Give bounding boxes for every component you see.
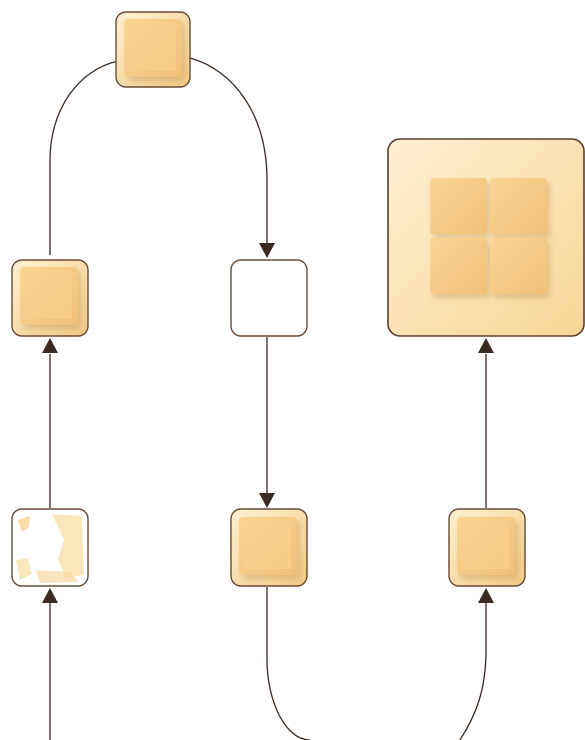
cube-icon (124, 19, 182, 77)
arrowhead-up-left-lower (42, 588, 58, 603)
connector-top-to-left (49, 60, 119, 255)
center-empty-node (230, 259, 308, 337)
cube-fragment-icon (16, 514, 84, 583)
connector-top-to-center (189, 57, 268, 243)
cube-icon (457, 517, 515, 575)
arrowhead-up-panel (478, 338, 494, 353)
right-lower-cube-node (448, 508, 526, 587)
connector-center-lower-to-right-lower (266, 587, 487, 740)
left-upper-cube-node (11, 259, 89, 337)
cube-icon (239, 517, 297, 575)
top-cube-node (115, 11, 191, 88)
four-cubes-icon (430, 178, 547, 294)
left-lower-partial-node (11, 508, 89, 587)
right-assembled-panel (387, 138, 585, 337)
arrowhead-down-center-lower (259, 493, 275, 508)
arrowhead-up-right-lower (478, 588, 494, 603)
center-lower-cube-node (230, 508, 308, 587)
cube-icon (20, 267, 78, 325)
arrowhead-down-center-top (259, 243, 275, 258)
arrowhead-up-left-upper (42, 338, 58, 353)
